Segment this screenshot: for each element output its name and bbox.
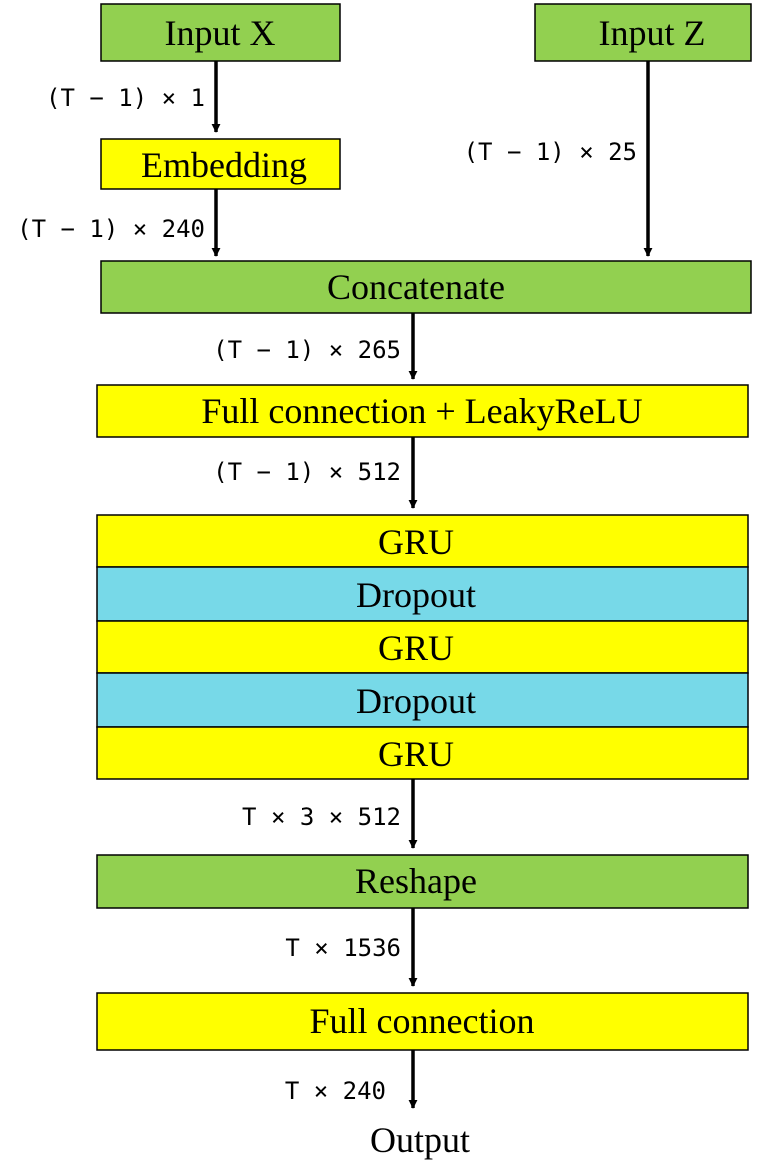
fc-leakyrelu-label: Full connection + LeakyReLU	[201, 391, 642, 431]
reshape-box	[96, 854, 749, 909]
gru-1-box	[96, 514, 749, 568]
fc-leakyrelu-box	[96, 384, 749, 438]
dropout-1-label: Dropout	[356, 575, 476, 615]
gru-2-label: GRU	[378, 628, 454, 668]
reshape-label: Reshape	[355, 861, 477, 901]
dim-concatenate-to-fc: (T − 1) × 265	[213, 336, 401, 364]
concatenate-box	[100, 260, 752, 314]
dim-fc-to-gru: (T − 1) × 512	[213, 458, 401, 486]
embedding-box	[100, 138, 341, 190]
dim-z-to-concatenate: (T − 1) × 25	[464, 138, 637, 166]
concatenate-label: Concatenate	[327, 267, 505, 307]
embedding-label: Embedding	[141, 145, 307, 185]
dim-x-to-embedding: (T − 1) × 1	[46, 84, 205, 112]
dim-embedding-to-concatenate: (T − 1) × 240	[17, 215, 205, 243]
dim-reshape-to-fc: T × 1536	[285, 934, 401, 962]
dim-fc-to-output: T × 240	[285, 1077, 386, 1105]
gru-2-box	[96, 620, 749, 674]
gru-1-label: GRU	[378, 522, 454, 562]
input-z-label: Input Z	[599, 13, 706, 53]
dropout-2-label: Dropout	[356, 681, 476, 721]
fc-output-box	[96, 992, 749, 1051]
gru-3-label: GRU	[378, 734, 454, 774]
gru-3-box	[96, 726, 749, 780]
fc-output-label: Full connection	[310, 1001, 535, 1041]
output-label: Output	[370, 1120, 470, 1160]
input-x-box	[100, 3, 341, 62]
dim-gru-to-reshape: T × 3 × 512	[242, 803, 401, 831]
input-z-box	[534, 3, 752, 62]
input-x-label: Input X	[165, 13, 276, 53]
